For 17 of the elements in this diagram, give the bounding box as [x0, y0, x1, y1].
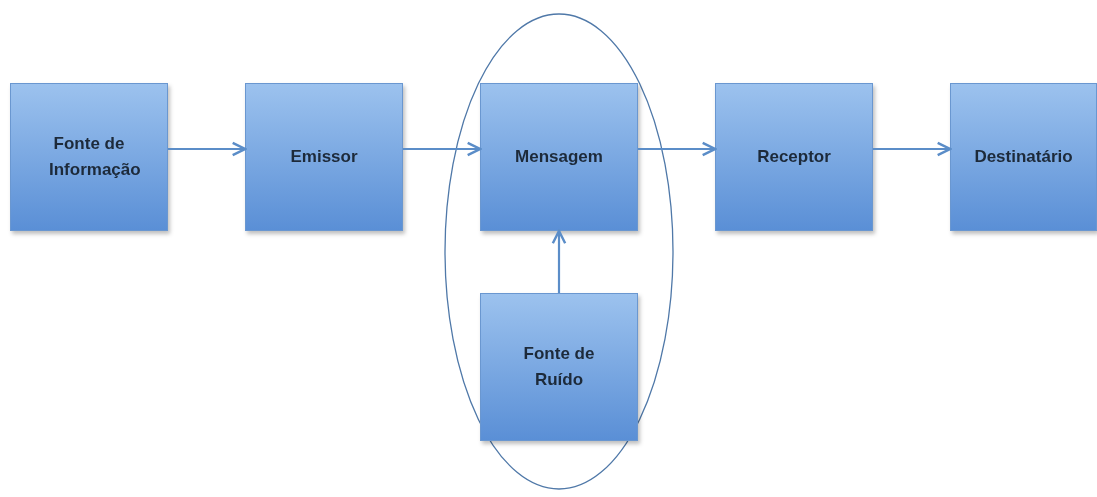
arrow: [403, 141, 482, 157]
box-label: Fonte de Ruído: [522, 342, 596, 391]
process-box: [10, 83, 168, 231]
process-box: [715, 83, 873, 231]
process-box: [245, 83, 403, 231]
arrow: [873, 141, 952, 157]
box-label: Mensagem: [514, 145, 604, 168]
process-box: [480, 293, 638, 441]
box-label: Emissor: [289, 145, 359, 168]
box-label: Receptor: [756, 145, 832, 168]
process-box: [950, 83, 1097, 231]
ellipse-outline: [444, 13, 674, 490]
box-label: Destinatário: [973, 145, 1074, 168]
arrow: [168, 141, 247, 157]
arrow: [551, 229, 567, 293]
arrow: [638, 141, 717, 157]
process-box: [480, 83, 638, 231]
